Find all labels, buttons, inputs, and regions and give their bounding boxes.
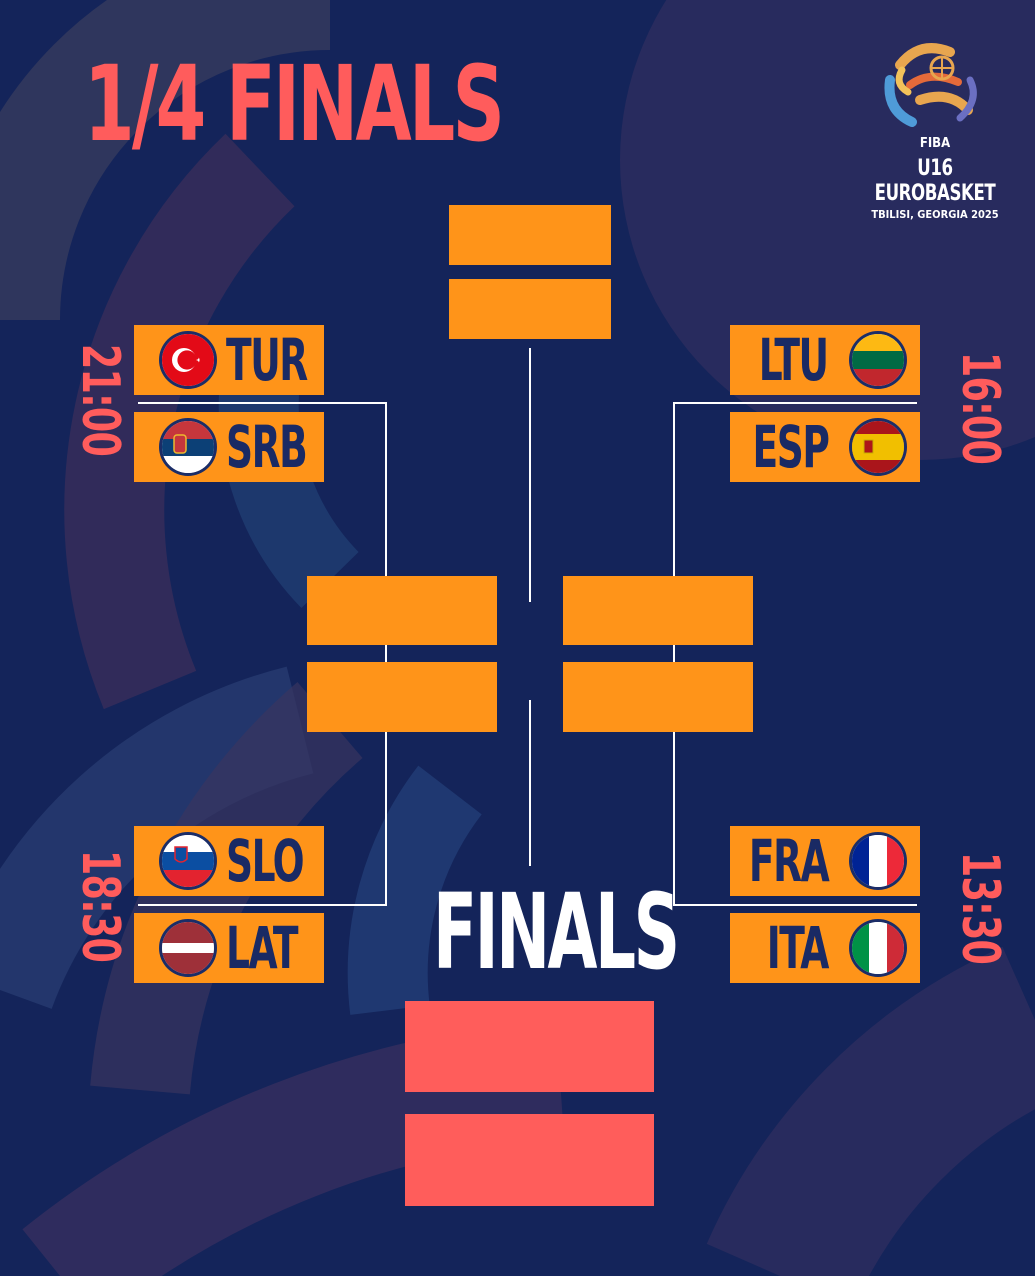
eurobasket-emblem-icon (884, 43, 977, 127)
semifinal-left-slot-bottom (307, 662, 497, 732)
bracket-line (529, 700, 531, 866)
slovenia-flag-icon (162, 835, 214, 887)
bracket-line (385, 402, 387, 906)
spain-flag-icon (852, 421, 904, 473)
bracket-line (138, 402, 387, 404)
final-slot-bottom (405, 1114, 654, 1206)
team-slot-esp: ESP (730, 412, 920, 482)
event-location: TBILISI, GEORGIA 2025 (871, 208, 999, 221)
final-slot-top (405, 1001, 654, 1092)
team-code: TUR (226, 326, 308, 394)
bracket-line (673, 402, 675, 906)
team-code: FRA (748, 827, 830, 895)
match-time: 21:00 (69, 343, 130, 457)
bracket-line (673, 402, 917, 404)
team-code: SRB (226, 413, 308, 481)
team-slot-ita: ITA (730, 913, 920, 983)
team-code: ESP (752, 413, 829, 481)
team-slot-fra: FRA (730, 826, 920, 896)
team-code: ITA (766, 914, 830, 982)
bracket-line (673, 904, 917, 906)
turkey-flag-icon (162, 334, 214, 386)
event-logo: FIBA U16 EUROBASKET TBILISI, GEORGIA 202… (850, 40, 1020, 221)
bracket-line (529, 348, 531, 602)
team-slot-slo: SLO (134, 826, 324, 896)
champion-slot-top (449, 205, 611, 265)
match-time: 18:30 (69, 849, 130, 963)
finals-label: FINALS (433, 871, 680, 993)
serbia-flag-icon (162, 421, 214, 473)
team-code: LTU (759, 326, 829, 394)
match-time: 16:00 (949, 351, 1010, 465)
team-slot-ltu: LTU (730, 325, 920, 395)
italy-flag-icon (852, 922, 904, 974)
semifinal-right-slot-top (563, 576, 753, 645)
match-time: 13:30 (949, 851, 1010, 965)
fiba-label: FIBA (919, 136, 951, 151)
team-slot-lat: LAT (134, 913, 324, 983)
logo-text: U16 EUROBASKET TBILISI, GEORGIA 2025 (850, 156, 1020, 221)
team-slot-srb: SRB (134, 412, 324, 482)
france-flag-icon (852, 835, 904, 887)
event-name: U16 EUROBASKET (874, 156, 996, 206)
semifinal-left-slot-top (307, 576, 497, 645)
team-code: LAT (226, 914, 299, 982)
latvia-flag-icon (162, 922, 214, 974)
semifinal-right-slot-bottom (563, 662, 753, 732)
lithuania-flag-icon (852, 334, 904, 386)
page-title: 1/4 FINALS (84, 43, 505, 165)
bracket-line (138, 904, 387, 906)
champion-slot-bottom (449, 279, 611, 339)
team-slot-tur: TUR (134, 325, 324, 395)
team-code: SLO (226, 827, 305, 895)
